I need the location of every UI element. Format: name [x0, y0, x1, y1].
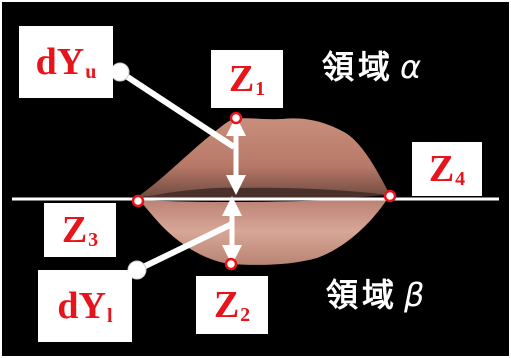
point-z4-marker [383, 189, 397, 203]
lower-lip [140, 198, 388, 265]
region-alpha-symbol: α [400, 48, 422, 86]
point-z3-marker [131, 194, 145, 208]
dyu-leader-dot [110, 62, 130, 82]
region-beta-text: 領域 [326, 276, 399, 314]
label-z4-main: Z [428, 148, 455, 190]
region-alpha-text: 領域 [322, 48, 395, 86]
label-dyu-main: dY [35, 41, 85, 83]
label-z3-sub: 3 [88, 229, 99, 251]
label-z3-main: Z [61, 209, 88, 251]
region-beta-symbol: β [404, 276, 425, 314]
label-dyl-sub: l [107, 305, 113, 327]
upper-lip [136, 118, 390, 198]
dyl-leader-line [135, 221, 234, 273]
point-z2-marker [224, 257, 238, 271]
point-z1-marker [229, 111, 243, 125]
dyu-leader-line [118, 69, 236, 150]
label-dyl-main: dY [57, 285, 106, 327]
label-dyu-sub: u [85, 61, 97, 83]
label-z2-main: Z [213, 284, 240, 326]
label-z1-sub: 1 [255, 78, 266, 100]
label-z4-sub: 4 [455, 168, 466, 190]
label-z2-sub: 2 [240, 304, 251, 326]
label-z1-main: Z [228, 58, 255, 100]
